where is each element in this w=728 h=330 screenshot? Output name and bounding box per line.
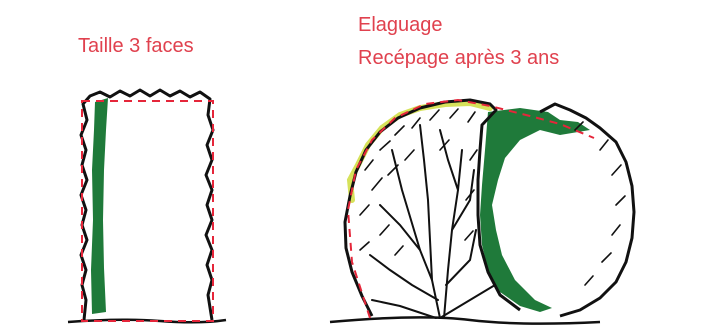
coppiced-area-green bbox=[480, 108, 590, 312]
right-canopy-outline bbox=[540, 104, 634, 316]
shrub-branches bbox=[370, 125, 495, 318]
hedge-trimmed-three-sides-illustration bbox=[68, 90, 226, 322]
trimmed-face-green bbox=[91, 98, 108, 314]
ground-line-left bbox=[68, 320, 226, 323]
ground-line-right bbox=[330, 317, 600, 323]
shrub-pruned-and-coppiced-illustration bbox=[330, 100, 634, 324]
